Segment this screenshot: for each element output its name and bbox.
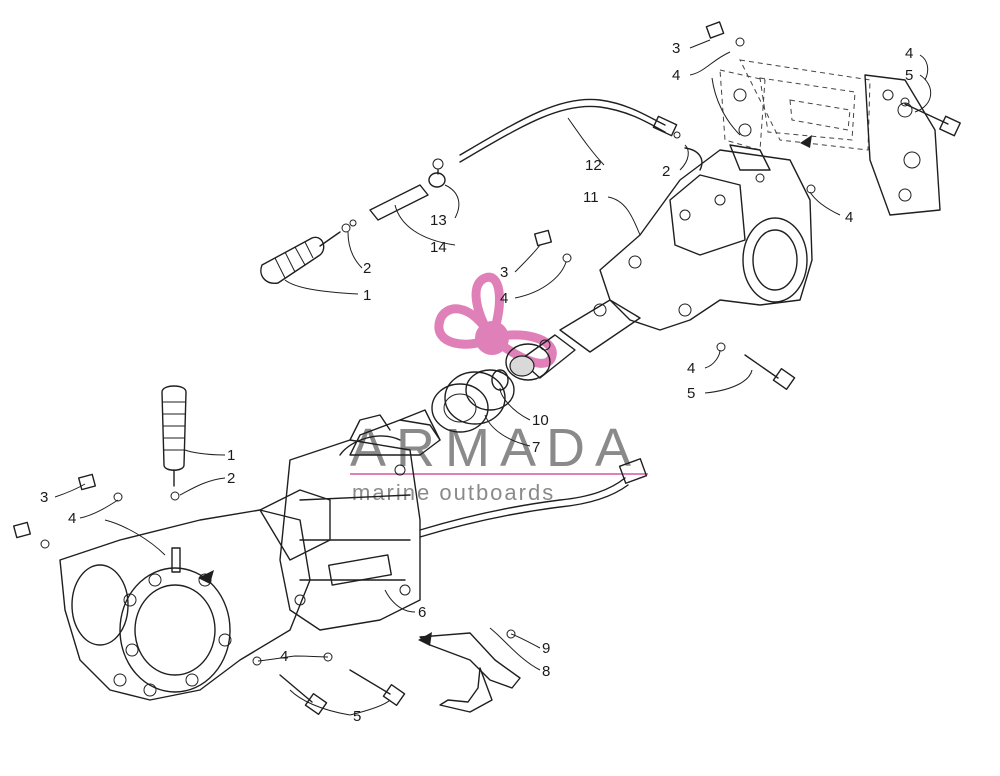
- callout-8-shift-bracket: 8: [542, 663, 550, 680]
- callout-9-bracket-screw: 9: [542, 640, 550, 657]
- drive-shaft: [505, 299, 641, 381]
- callout-5-front-lower: 5: [353, 708, 361, 725]
- front-output-tube: [349, 409, 441, 456]
- callout-3-front: 3: [40, 489, 48, 506]
- callout-7-cv-boot: 7: [532, 439, 540, 456]
- callout-5-rear-lower: 5: [687, 385, 695, 402]
- o-ring: [491, 369, 509, 391]
- callout-4-shaft-bolt: 4: [500, 290, 508, 307]
- gear-case-housing: [59, 509, 311, 701]
- callout-4-bracket-right: 4: [905, 45, 913, 62]
- leader-lines: [54, 39, 932, 716]
- wiring-harness: [419, 458, 648, 538]
- rear-bolt-lower: [533, 184, 816, 391]
- callout-12-cable: 12: [585, 157, 602, 174]
- bracket-bolt-upper: [705, 21, 745, 47]
- callout-4-front-lower: 4: [280, 648, 288, 665]
- callout-2-upper-boot: 2: [363, 260, 371, 277]
- callout-11-rear-diff: 11: [583, 189, 599, 206]
- callout-10-o-ring: 10: [532, 412, 549, 429]
- brand-tagline: marine outboards: [352, 480, 555, 505]
- rear-mount-bracket: [719, 59, 941, 216]
- callout-6-transmission: 6: [418, 604, 426, 621]
- callout-3-rear-top: 3: [672, 40, 680, 57]
- callout-4-rear-lower: 4: [687, 360, 695, 377]
- shift-lever-boot-upper: [260, 219, 357, 284]
- armada-propeller-logo: [434, 272, 557, 368]
- callout-3-shaft-bolt: 3: [500, 264, 508, 281]
- callout-5-bracket-right: 5: [905, 67, 913, 84]
- shift-lever-boot-lower: [161, 385, 187, 501]
- callout-2-lower-boot: 2: [227, 470, 235, 487]
- transfer-case-body: [259, 414, 421, 631]
- callout-2-cable-clip: 2: [662, 163, 670, 180]
- callout-4-rear-top: 4: [672, 67, 680, 84]
- cv-boot: [431, 369, 515, 433]
- rear-differential-housing: [599, 144, 813, 331]
- brand-wordmark: ARMADA: [350, 418, 641, 478]
- callout-14-cable-pin: 14: [430, 239, 447, 256]
- callout-labels: 3 4 4 5 12 2 11 4 13 14 2 1 3 4 4 5 10 7…: [40, 40, 913, 725]
- callout-1-lower-boot: 1: [227, 447, 235, 464]
- callout-1-upper-boot: 1: [363, 287, 371, 304]
- callout-13-cable-end: 13: [430, 212, 447, 229]
- cable-end-pin: [369, 158, 446, 221]
- callout-4-rear-diff: 4: [845, 209, 853, 226]
- bracket-bolt-right: [882, 89, 961, 137]
- shift-bracket: [418, 629, 521, 713]
- shift-cable: [459, 98, 703, 171]
- callout-4-front: 4: [68, 510, 76, 527]
